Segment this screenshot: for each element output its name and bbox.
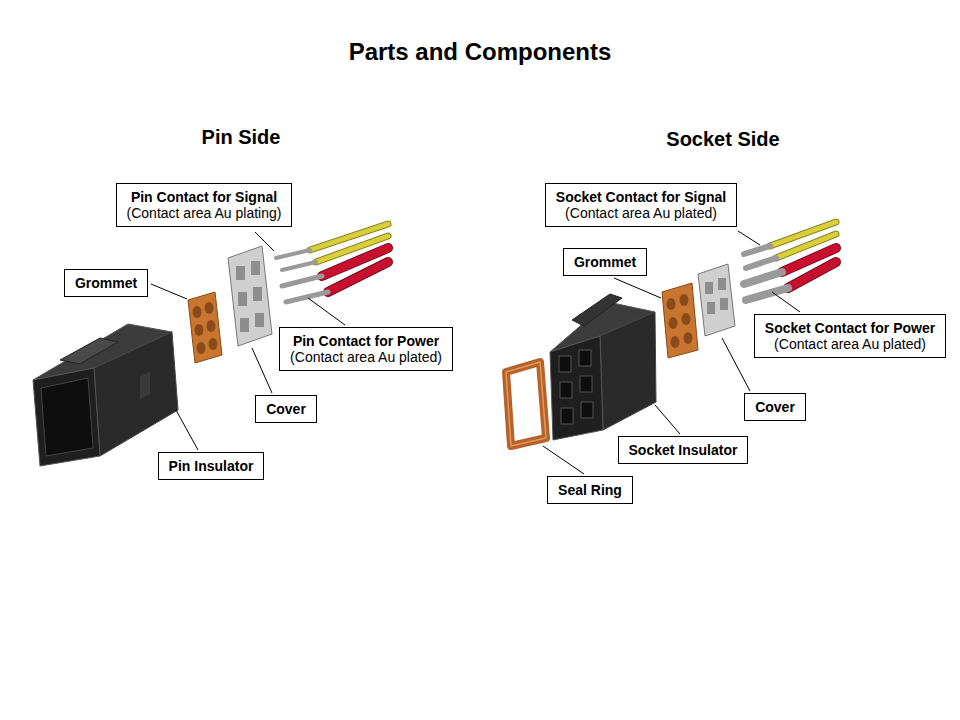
- part-name: Grommet: [574, 254, 636, 270]
- callout-box: Grommet: [64, 269, 148, 297]
- socket-insulator-drawing: [550, 294, 656, 440]
- part-name: Pin Insulator: [169, 458, 254, 474]
- pin-cover-drawing: [228, 246, 272, 346]
- part-name: Pin Contact for Power: [290, 333, 442, 349]
- pin-insulator-drawing: [33, 324, 178, 466]
- part-note: (Contact area Au plating): [127, 205, 282, 221]
- side-heading: Socket Side: [666, 128, 779, 151]
- callout-box: Pin Contact for Power(Contact area Au pl…: [279, 327, 453, 371]
- socket-grommet-drawing: [662, 283, 698, 358]
- part-note: (Contact area Au plated): [765, 336, 935, 352]
- slide-title: Parts and Components: [349, 38, 612, 66]
- side-heading: Pin Side: [202, 126, 281, 149]
- pin-grommet-drawing: [188, 292, 222, 363]
- socket-cover-drawing: [698, 264, 735, 336]
- callout-box: Socket Contact for Signal(Contact area A…: [545, 183, 737, 227]
- socket-wires-drawing: [744, 222, 836, 300]
- callout-box: Pin Insulator: [158, 452, 265, 480]
- part-name: Socket Contact for Power: [765, 320, 935, 336]
- pin-wires-drawing: [276, 224, 388, 302]
- callout-box: Socket Contact for Power(Contact area Au…: [754, 314, 946, 358]
- part-name: Cover: [266, 401, 306, 417]
- part-note: (Contact area Au plated): [290, 349, 442, 365]
- seal-ring-drawing: [506, 362, 546, 446]
- part-note: (Contact area Au plated): [556, 205, 726, 221]
- part-name: Cover: [755, 399, 795, 415]
- part-name: Seal Ring: [558, 482, 622, 498]
- callout-box: Cover: [255, 395, 317, 423]
- callout-box: Socket Insulator: [618, 436, 749, 464]
- callout-box: Pin Contact for Signal(Contact area Au p…: [116, 183, 293, 227]
- part-name: Pin Contact for Signal: [127, 189, 282, 205]
- callout-box: Seal Ring: [547, 476, 633, 504]
- leader-lines: [151, 231, 800, 474]
- part-name: Grommet: [75, 275, 137, 291]
- callout-box: Cover: [744, 393, 806, 421]
- part-name: Socket Insulator: [629, 442, 738, 458]
- callout-box: Grommet: [563, 248, 647, 276]
- part-name: Socket Contact for Signal: [556, 189, 726, 205]
